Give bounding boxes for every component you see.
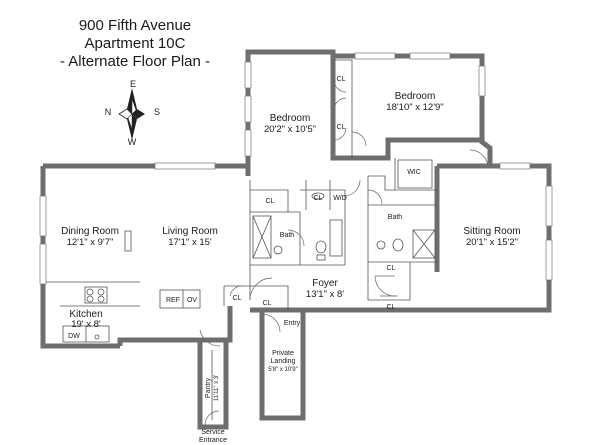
- windows: [39, 52, 553, 285]
- pantry-label: Pantry: [205, 377, 212, 398]
- dining-room-dims: 12'1" x 9'7": [67, 237, 114, 248]
- closet-label-6: CL: [387, 304, 396, 311]
- kitchen-label: Kitchen: [69, 309, 102, 320]
- room-labels: Bedroom 20'2" x 10'5" Bedroom 18'10" x 1…: [61, 91, 521, 401]
- toilet-icon-2: [392, 238, 404, 252]
- kitchen-dims: 19' x 8': [71, 319, 101, 330]
- compass-north: N: [105, 107, 112, 117]
- closet-label-7: CL: [233, 295, 242, 302]
- sitting-room-dims: 20'1" x 15'2": [466, 237, 518, 248]
- bedroom-2-label: Bedroom: [395, 91, 436, 102]
- dishwasher-label: DW: [68, 333, 80, 340]
- service-entrance-label-2: Entrance: [199, 437, 227, 444]
- title-address: 900 Fifth Avenue: [79, 17, 191, 34]
- pantry-dims: 11'11" x 3': [214, 375, 220, 402]
- walk-in-closet-label: WIC: [407, 169, 421, 176]
- ref-oven-cabinet: [159, 289, 201, 309]
- compass-south: S: [154, 107, 160, 117]
- sink-icon-2: [376, 240, 386, 250]
- doors: [199, 79, 489, 426]
- fixtures: [62, 159, 436, 420]
- bath-1-label: Bath: [280, 232, 295, 239]
- entry-label: Entry: [284, 320, 301, 327]
- living-room-dims: 17'1" x 15': [168, 237, 212, 248]
- sink-icon: [273, 245, 283, 255]
- plan-title: 900 Fifth Avenue Apartment 10C - Alterna…: [60, 17, 210, 70]
- bath-2-label: Bath: [388, 214, 403, 221]
- closet-label-3: CL: [266, 198, 275, 205]
- compass-rose-icon: E N S W: [105, 79, 160, 147]
- dining-room-label: Dining Room: [61, 226, 119, 237]
- oven-label: OV: [187, 297, 197, 304]
- toilet-icon: [315, 240, 327, 254]
- closet-label-1: CL: [337, 76, 346, 83]
- title-apartment: Apartment 10C: [85, 35, 186, 52]
- table-icon: [124, 230, 132, 252]
- interior-walls: [43, 59, 437, 310]
- compass-east: E: [130, 79, 136, 89]
- refrigerator-label: REF: [166, 297, 180, 304]
- fixture-labels: CL CL CL CL W/D WIC Bath Bath CL CL CL C…: [68, 76, 421, 444]
- closet-label-4: CL: [314, 195, 323, 202]
- private-landing-label-1: Private: [272, 350, 294, 357]
- title-subtitle: - Alternate Floor Plan -: [60, 53, 210, 70]
- bedroom-2-dims: 18'10" x 12'9": [386, 102, 443, 113]
- closet-label-2: CL: [337, 124, 346, 131]
- bedroom-1-label: Bedroom: [270, 113, 311, 124]
- living-room-label: Living Room: [162, 226, 218, 237]
- closet-label-5: CL: [387, 265, 396, 272]
- sitting-room-label: Sitting Room: [463, 226, 520, 237]
- foyer-label: Foyer: [312, 278, 338, 289]
- service-entrance-label-1: Service: [201, 429, 224, 436]
- washer-dryer-label: W/D: [333, 195, 347, 202]
- bedroom-1-dims: 20'2" x 10'5": [264, 124, 316, 135]
- pantry-label-group: Pantry 11'11" x 3': [205, 375, 220, 402]
- private-landing-dims: 5'8" x 10'9": [268, 367, 298, 373]
- closet-label-8: CL: [263, 300, 272, 307]
- compass-west: W: [128, 137, 137, 147]
- private-landing-label-2: Landing: [271, 358, 296, 365]
- foyer-dims: 13'1" x 8': [306, 289, 344, 300]
